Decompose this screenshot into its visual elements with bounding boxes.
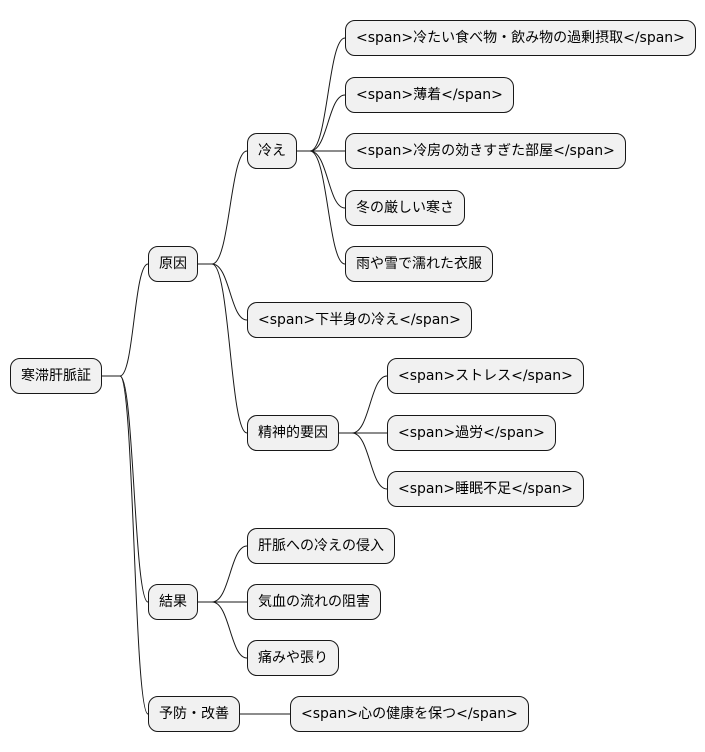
connector-root-prevention [100,375,149,715]
connector-result-leaf [198,601,248,659]
mental-factors-node: 精神的要因 [247,415,339,451]
cold-cause-leaf: 雨や雪で濡れた衣服 [345,246,493,282]
cold-cause-leaf: 冬の厳しい寒さ [345,190,465,226]
prevention-node: 予防・改善 [148,696,240,732]
mental-cause-leaf: <span>過労</span> [387,415,556,451]
result-leaf: 肝脈への冷えの侵入 [247,528,395,564]
connector-cold-leaf [297,150,346,209]
connector-cause-cold [198,150,248,265]
root-node: 寒滞肝脈証 [10,358,102,394]
connector-cold-leaf [297,37,346,152]
connector-mental-leaf [339,432,388,490]
lower-body-cold-node: <span>下半身の冷え</span> [247,302,472,338]
cold-cause-leaf: <span>冷たい食べ物・飲み物の過剰摂取</span> [345,20,696,56]
connector-cold-leaf [297,150,346,265]
prevention-leaf: <span>心の健康を保つ</span> [290,696,529,732]
connector-mental-leaf [339,375,388,434]
result-leaf: 痛みや張り [247,640,339,676]
connector-root-cause [100,263,149,377]
connector-result-leaf [198,545,248,603]
connector-cause-mental [198,263,248,434]
cause-node: 原因 [148,246,198,282]
connector-root-result [100,375,149,603]
mental-cause-leaf: <span>睡眠不足</span> [387,471,584,507]
cold-cause-leaf: <span>冷房の効きすぎた部屋</span> [345,133,626,169]
result-leaf: 気血の流れの阻害 [247,584,381,620]
connector-cold-leaf [297,94,346,152]
result-node: 結果 [148,584,198,620]
cold-node: 冷え [247,133,297,169]
cold-cause-leaf: <span>薄着</span> [345,77,514,113]
mental-cause-leaf: <span>ストレス</span> [387,358,584,394]
